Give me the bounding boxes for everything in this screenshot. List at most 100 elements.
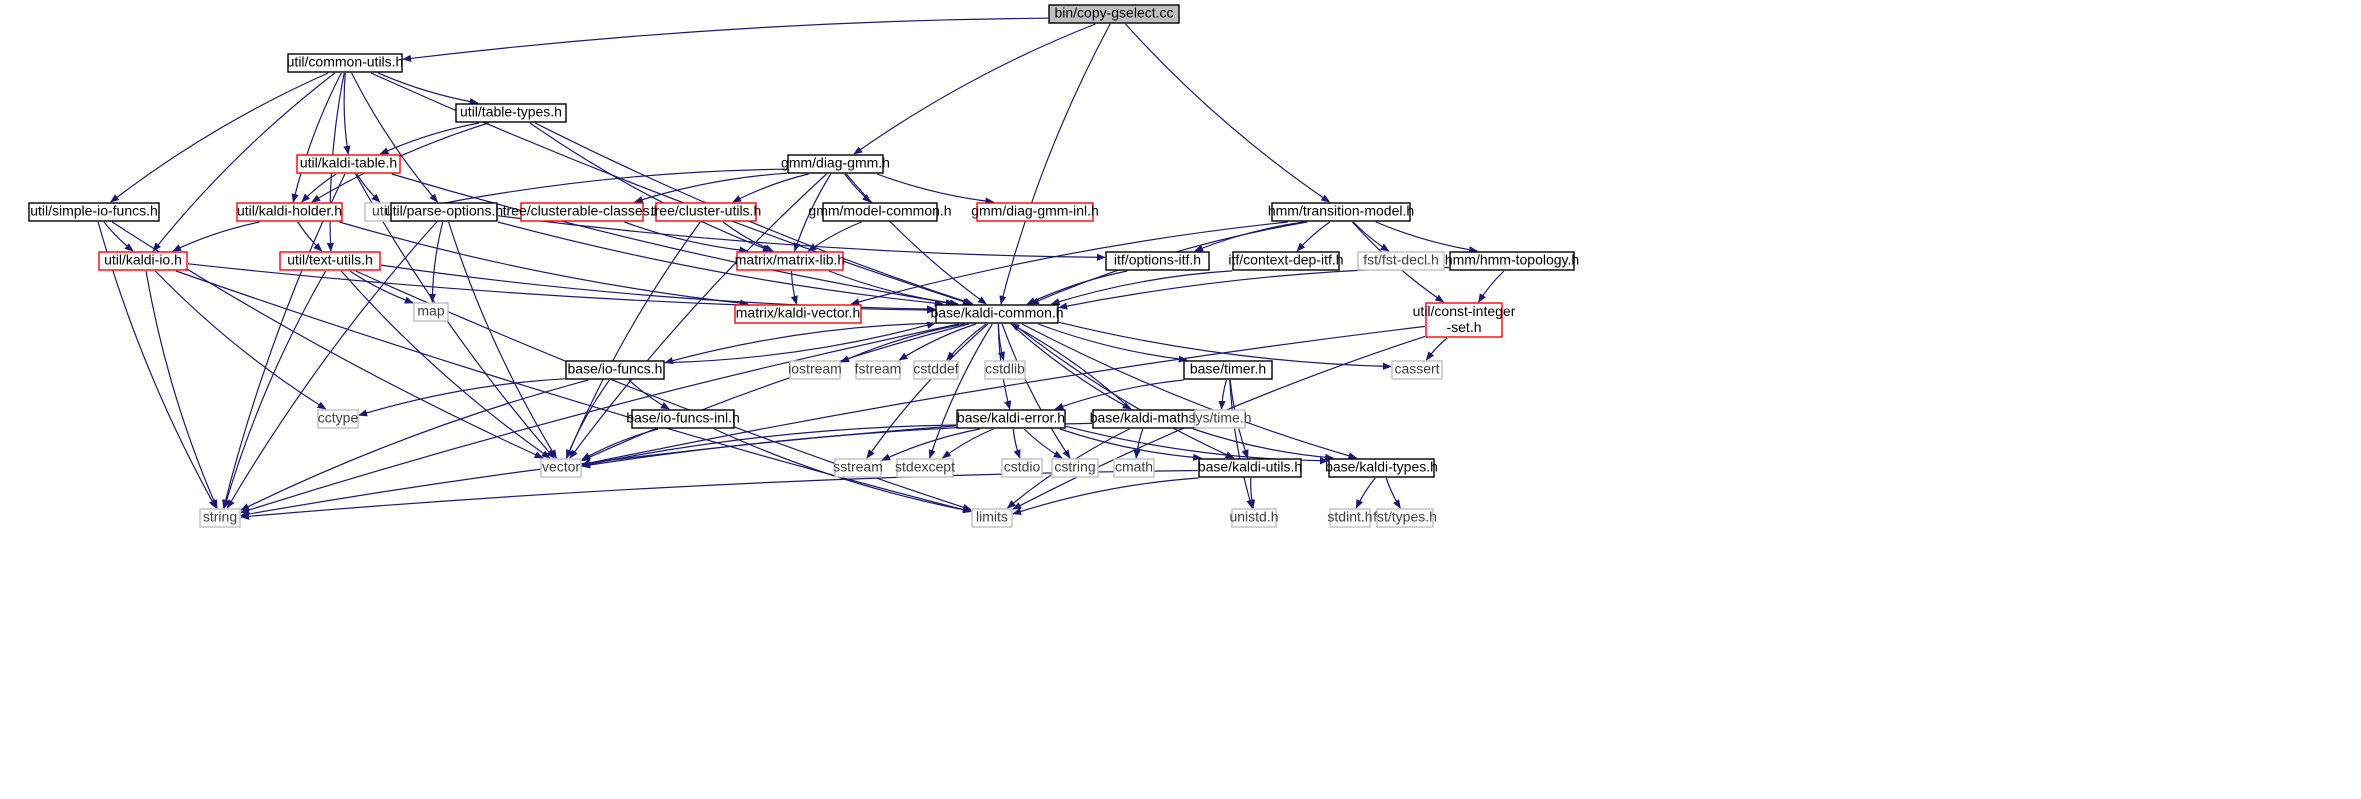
node-box-optionsitf <box>1105 251 1210 271</box>
node-timer[interactable]: base/timer.h <box>1183 360 1273 380</box>
edge-kaldicommon-to-sstream <box>866 323 989 459</box>
edge-kaldiholder-to-textutils <box>297 221 323 252</box>
node-cmath: cmath <box>1113 458 1155 478</box>
node-label-stdint: stdint.h <box>1327 509 1372 525</box>
node-fsttypes: fst/types.h <box>1373 508 1437 528</box>
edge-kaldicommon-to-kaldimath <box>1010 323 1132 410</box>
node-parseopt[interactable]: util/parse-options.h <box>385 202 503 222</box>
node-transmodel[interactable]: hmm/transition-model.h <box>1268 202 1414 222</box>
node-box-diaggmm <box>787 154 884 174</box>
node-box-unistd <box>1231 508 1277 528</box>
node-kaldivector[interactable]: matrix/kaldi-vector.h <box>734 304 862 324</box>
node-box-cstring <box>1051 458 1099 478</box>
node-box-clusterutils <box>655 202 757 222</box>
node-label-limits: limits <box>976 509 1008 525</box>
edge-diaggmm-to-clusterutils <box>732 173 809 203</box>
node-kaldicommon[interactable]: base/kaldi-common.h <box>930 304 1064 324</box>
node-box-modelcommon <box>822 202 938 222</box>
node-optionsitf[interactable]: itf/options-itf.h <box>1105 251 1210 271</box>
edge-tabletypes-to-matrixlib <box>529 122 772 252</box>
node-modelcommon[interactable]: gmm/model-common.h <box>808 202 952 222</box>
edge-kaldierror-to-vector <box>581 424 957 468</box>
edge-kaldierror-to-cstring <box>1023 428 1063 459</box>
node-label-matrixlib: matrix/matrix-lib.h <box>735 252 845 268</box>
node-cstdio: cstdio <box>1001 458 1043 478</box>
node-label-clusterable: tree/clusterable-classes.h <box>503 203 662 219</box>
node-kaldierror[interactable]: base/kaldi-error.h <box>956 409 1066 429</box>
node-box-systime <box>1194 409 1246 429</box>
node-box-iofuncs <box>565 360 665 380</box>
edge-kalditable-to-kaldicommon <box>391 173 955 307</box>
node-diaggmm[interactable]: gmm/diag-gmm.h <box>781 154 890 174</box>
node-textutils[interactable]: util/text-utils.h <box>279 251 381 271</box>
edge-diaggmm-to-matrixlib <box>793 173 832 252</box>
node-box-sstream <box>834 458 882 478</box>
node-box-iofuncsinl <box>631 409 735 429</box>
node-box-textutils <box>279 251 381 271</box>
node-map: map <box>413 302 449 322</box>
edge-diaggmm-to-clusterable <box>633 172 788 203</box>
node-simpleio[interactable]: util/simple-io-funcs.h <box>28 202 160 222</box>
node-label-parseopt: util/parse-options.h <box>385 203 503 219</box>
node-kaldiutils[interactable]: base/kaldi-utils.h <box>1198 458 1302 478</box>
node-matrixlib[interactable]: matrix/matrix-lib.h <box>735 251 845 271</box>
edge-commonutils-to-tabletypes <box>377 72 479 106</box>
node-contextdep[interactable]: itf/context-dep-itf.h <box>1228 251 1344 271</box>
edge-kaldimath-to-cmath <box>1133 428 1144 459</box>
edge-transmodel-to-fstdecl <box>1352 221 1390 252</box>
node-kaldiio[interactable]: util/kaldi-io.h <box>98 251 188 271</box>
edge-matrixlib-to-kaldicommon <box>828 270 959 307</box>
node-cctype: cctype <box>317 409 359 429</box>
node-box-simpleio <box>28 202 160 222</box>
node-cstddef: cstddef <box>913 360 959 380</box>
node-box-cstddef <box>913 360 959 380</box>
node-tabletypes[interactable]: util/table-types.h <box>455 103 567 123</box>
node-label-cstring: cstring <box>1054 459 1095 475</box>
node-copy[interactable]: bin/copy-gselect.cc <box>1048 4 1180 24</box>
node-cassert: cassert <box>1391 360 1443 380</box>
edge-kaldiio-to-cctype <box>154 270 327 410</box>
node-box-timer <box>1183 360 1273 380</box>
node-iofuncsinl[interactable]: base/io-funcs-inl.h <box>626 409 740 429</box>
node-label-simpleio: util/simple-io-funcs.h <box>30 203 158 219</box>
node-label-kaldiio: util/kaldi-io.h <box>104 252 182 268</box>
edge-kaldicommon-to-kalditypes <box>1021 323 1358 460</box>
node-hmmtopo[interactable]: hmm/hmm-topology.h <box>1445 251 1579 271</box>
node-label-commonutils: util/common-utils.h <box>287 54 404 70</box>
node-label-iofuncs: base/io-funcs.h <box>568 361 663 377</box>
node-constint[interactable]: util/const-integer-set.h <box>1413 302 1516 338</box>
dependency-edges <box>97 17 1505 520</box>
edge-kaldimath-to-kalditypes <box>1193 428 1335 461</box>
node-kaldiholder[interactable]: util/kaldi-holder.h <box>236 202 343 222</box>
node-kalditypes[interactable]: base/kaldi-types.h <box>1325 458 1438 478</box>
edge-iofuncs-to-iofuncsinl <box>628 379 670 410</box>
node-clusterutils[interactable]: tree/cluster-utils.h <box>651 202 761 222</box>
node-box-stdint <box>1329 508 1371 528</box>
node-iofuncs[interactable]: base/io-funcs.h <box>565 360 665 380</box>
node-systime: sys/time.h <box>1188 409 1252 429</box>
edge-kaldicommon-to-fstream <box>898 323 976 361</box>
node-label-kaldimath: base/kaldi-math.h <box>1090 410 1201 426</box>
node-box-fstdecl <box>1357 251 1445 271</box>
edge-copy-to-kaldicommon <box>999 23 1111 305</box>
node-diaggmminl[interactable]: gmm/diag-gmm-inl.h <box>971 202 1099 222</box>
node-label-fstdecl: fst/fst-decl.h <box>1363 252 1438 268</box>
edge-kaldicommon-to-kaldiutils <box>1013 323 1235 459</box>
edge-commonutils-to-kaldicommon <box>370 72 972 305</box>
node-label-cstdio: cstdio <box>1004 459 1041 475</box>
edge-diaggmm-to-kaldicommon <box>845 173 987 305</box>
node-box-kaldivector <box>734 304 862 324</box>
edge-tabletypes-to-kalditable <box>379 122 480 155</box>
node-clusterable[interactable]: tree/clusterable-classes.h <box>503 202 662 222</box>
node-box-transmodel <box>1271 202 1411 222</box>
edge-diaggmm-to-diaggmminl <box>876 173 995 205</box>
node-label-textutils: util/text-utils.h <box>287 252 373 268</box>
edge-kaldicommon-to-vector <box>581 323 969 462</box>
node-kalditable[interactable]: util/kaldi-table.h <box>296 154 401 174</box>
node-commonutils[interactable]: util/common-utils.h <box>287 53 404 73</box>
node-fstdecl: fst/fst-decl.h <box>1357 251 1445 271</box>
edge-kalditable-to-utility <box>356 173 381 203</box>
node-kaldimath[interactable]: base/kaldi-math.h <box>1090 409 1201 429</box>
node-label-kaldiutils: base/kaldi-utils.h <box>1198 459 1302 475</box>
